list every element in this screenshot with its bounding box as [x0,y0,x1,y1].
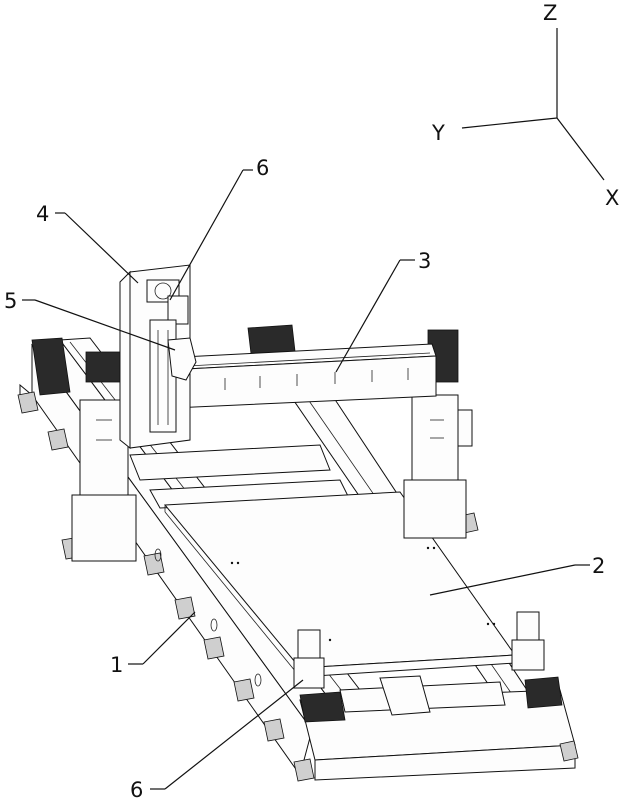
motor-right-gearbox [512,640,544,670]
y-axis-label: Y [431,121,445,145]
x-axis-label: X [605,186,619,210]
bellows-cover-right [525,677,562,708]
callout-6-top: 6 [256,156,269,180]
motor-right [517,612,539,640]
right-column-motor [458,410,472,446]
z-axis-label: Z [543,1,557,25]
callout-5: 5 [4,289,17,313]
callout-4: 4 [36,202,49,226]
left-column-bellows [86,352,122,382]
right-column-base [404,480,466,538]
callout-3: 3 [418,249,431,273]
coordinate-axes: Z Y X [431,1,619,210]
x-axis-line [557,118,604,180]
z-carriage [120,265,196,448]
y-axis-line [462,118,557,128]
callout-2: 2 [592,554,605,578]
left-column-base [72,495,136,561]
motor-left [298,630,320,658]
bellows-cover-left [300,692,345,722]
callout-6-bottom: 6 [130,778,143,800]
callout-1: 1 [110,653,123,677]
